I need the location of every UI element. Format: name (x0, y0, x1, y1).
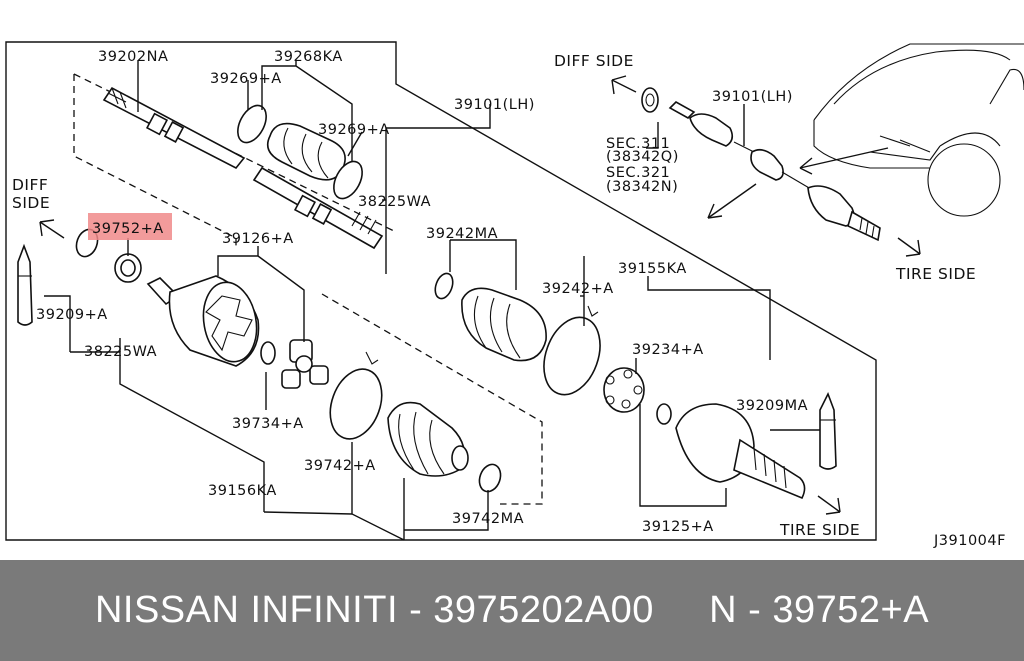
label-39742MA: 39742MA (452, 511, 524, 527)
label-39156KA: 39156KA (208, 483, 277, 499)
label-39101LH-top: 39101(LH) (712, 89, 793, 105)
label-sec321: SEC.321 (606, 165, 670, 181)
label-39269A-top: 39269+A (210, 71, 282, 87)
label-39126A: 39126+A (222, 231, 294, 247)
parts-diagram: 39202NA 39268KA 39269+A 39269+A 38225WA … (5, 41, 1024, 549)
inset-shaft (641, 87, 881, 242)
label-39242A: 39242+A (542, 281, 614, 297)
label-diff-side-left-line1: DIFF (12, 176, 48, 194)
arrow-diff-left (39, 219, 65, 239)
leader-lines (44, 60, 820, 541)
cage-39234A (603, 367, 672, 425)
exploded-view-svg: 39202NA 39268KA 39269+A 39269+A 38225WA … (5, 41, 1024, 549)
inboard-housing (146, 275, 260, 367)
footer-bar: NISSAN INFINITI - 3975202A00 N - 39752+A (0, 560, 1024, 661)
label-38342N: (38342N) (606, 179, 678, 195)
inset-leaders (646, 104, 889, 219)
label-39202NA: 39202NA (98, 49, 168, 65)
label-diagram-code: J391004F (933, 533, 1006, 549)
label-39269A-right: 39269+A (318, 122, 390, 138)
label-diff-side-top: DIFF SIDE (554, 52, 634, 70)
grease-tube-right (819, 392, 837, 470)
shaft-part (102, 86, 384, 250)
label-39242MA: 39242MA (426, 226, 498, 242)
arrow-tire-right (897, 237, 921, 257)
boot-39268KA (237, 104, 363, 200)
label-38225WA-left: 38225WA (84, 344, 157, 360)
label-39742A: 39742+A (304, 458, 376, 474)
part-number-caption: NISSAN INFINITI - 3975202A00 N - 39752+A (94, 589, 930, 631)
main-frame (5, 41, 877, 541)
label-39101LH-center: 39101(LH) (454, 97, 535, 113)
label-38225WA-right: 38225WA (358, 194, 431, 210)
label-38342Q: (38342Q) (606, 149, 679, 165)
label-sec311: SEC.311 (606, 136, 670, 152)
label-tire-side-bottom: TIRE SIDE (779, 521, 860, 539)
label-39268KA: 39268KA (274, 49, 343, 65)
label-39125A: 39125+A (642, 519, 714, 535)
inset-vehicle (813, 43, 1024, 217)
label-39752A: 39752+A (92, 221, 164, 237)
boot-outboard (434, 272, 601, 396)
boot-inboard (329, 351, 502, 493)
label-39209MA: 39209MA (736, 398, 808, 414)
highlight-39752A (88, 213, 172, 240)
outer-joint (675, 403, 806, 500)
label-tire-side-right: TIRE SIDE (895, 265, 976, 283)
label-39734A: 39734+A (232, 416, 304, 432)
grease-tube-left (17, 243, 33, 326)
tripod-joint (260, 339, 329, 389)
label-diff-side-left-line2: SIDE (12, 194, 50, 212)
label-39155KA: 39155KA (618, 261, 687, 277)
arrow-tire-bottom (817, 495, 841, 515)
label-39234A: 39234+A (632, 342, 704, 358)
arrow-diff-top (611, 75, 637, 95)
label-39209A: 39209+A (36, 307, 108, 323)
dashed-box-shaft (73, 74, 237, 248)
